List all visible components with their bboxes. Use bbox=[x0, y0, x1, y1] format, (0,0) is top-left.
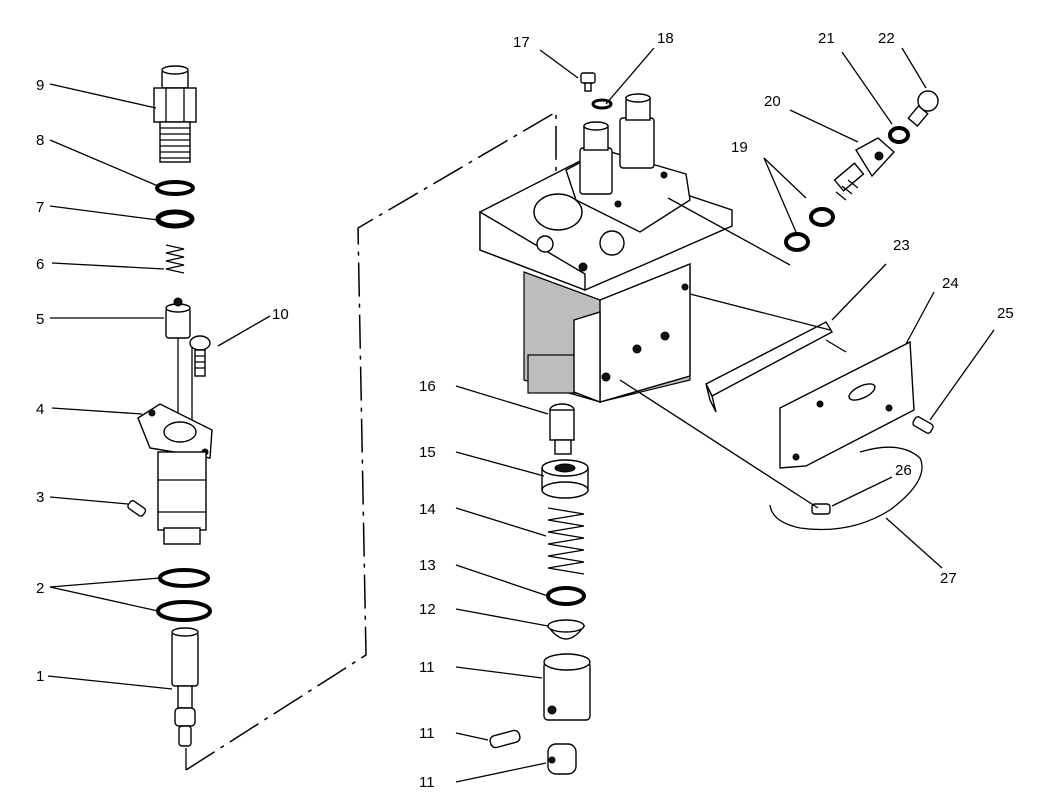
part-12-cap bbox=[546, 619, 586, 640]
callout-1: 1 bbox=[36, 668, 44, 685]
callout-23: 23 bbox=[893, 237, 910, 254]
part-2-o-rings bbox=[156, 568, 212, 622]
callout-18: 18 bbox=[657, 30, 674, 47]
part-1-plunger bbox=[171, 627, 199, 747]
callout-2: 2 bbox=[36, 580, 44, 597]
part-7-gasket bbox=[155, 209, 195, 229]
part-9-delivery-valve-holder bbox=[153, 65, 197, 163]
callout-3: 3 bbox=[36, 489, 44, 506]
callout-4: 4 bbox=[36, 401, 44, 418]
callout-21: 21 bbox=[818, 30, 835, 47]
part-24-cover-plate bbox=[779, 340, 915, 469]
part-27-wire-clip bbox=[769, 446, 923, 531]
part-14-plunger-spring bbox=[547, 507, 585, 575]
callout-9: 9 bbox=[36, 77, 44, 94]
part-21-washer bbox=[888, 126, 910, 144]
part-8-o-ring bbox=[155, 180, 195, 196]
part-4-plunger-barrel bbox=[137, 403, 213, 545]
part-10-screw bbox=[189, 335, 211, 377]
callout-15: 15 bbox=[419, 444, 436, 461]
callout-20: 20 bbox=[764, 93, 781, 110]
part-19-washers bbox=[784, 207, 835, 252]
callout-17: 17 bbox=[513, 34, 530, 51]
callout-5: 5 bbox=[36, 311, 44, 328]
part-13-lower-seat bbox=[546, 586, 586, 606]
part-3-pin bbox=[127, 500, 147, 517]
part-5-delivery-valve bbox=[165, 297, 191, 339]
pump-body bbox=[479, 93, 733, 404]
assembly-centerline bbox=[185, 110, 557, 771]
part-15-spring-seat bbox=[541, 459, 589, 499]
part-18-washer bbox=[591, 98, 613, 110]
part-20-banjo-bolt bbox=[833, 137, 896, 201]
callout-11-tappet: 11 bbox=[419, 659, 435, 676]
leader-lines bbox=[47, 47, 995, 783]
callout-12: 12 bbox=[419, 601, 436, 618]
callout-8: 8 bbox=[36, 132, 44, 149]
callout-10: 10 bbox=[272, 306, 289, 323]
callout-11-pin: 11 bbox=[419, 725, 435, 742]
callout-7: 7 bbox=[36, 199, 44, 216]
callout-19: 19 bbox=[731, 139, 748, 156]
callout-11-roller: 11 bbox=[419, 774, 435, 791]
callout-13: 13 bbox=[419, 557, 436, 574]
part-11-pin bbox=[489, 729, 521, 749]
callout-24: 24 bbox=[942, 275, 959, 292]
part-11-tappet bbox=[543, 653, 591, 721]
callout-16: 16 bbox=[419, 378, 436, 395]
callout-22: 22 bbox=[878, 30, 895, 47]
part-22-bleeder-screw bbox=[907, 90, 939, 127]
part-25-screw bbox=[912, 416, 934, 434]
part-23-rack bbox=[705, 321, 847, 413]
callout-26: 26 bbox=[895, 462, 912, 479]
callout-6: 6 bbox=[36, 256, 44, 273]
part-6-spring bbox=[165, 244, 185, 274]
part-16-control-sleeve bbox=[549, 403, 575, 455]
part-17-screw bbox=[580, 72, 596, 92]
callout-14: 14 bbox=[419, 501, 436, 518]
part-11-roller bbox=[547, 743, 577, 775]
callout-27: 27 bbox=[940, 570, 957, 587]
callout-25: 25 bbox=[997, 305, 1014, 322]
